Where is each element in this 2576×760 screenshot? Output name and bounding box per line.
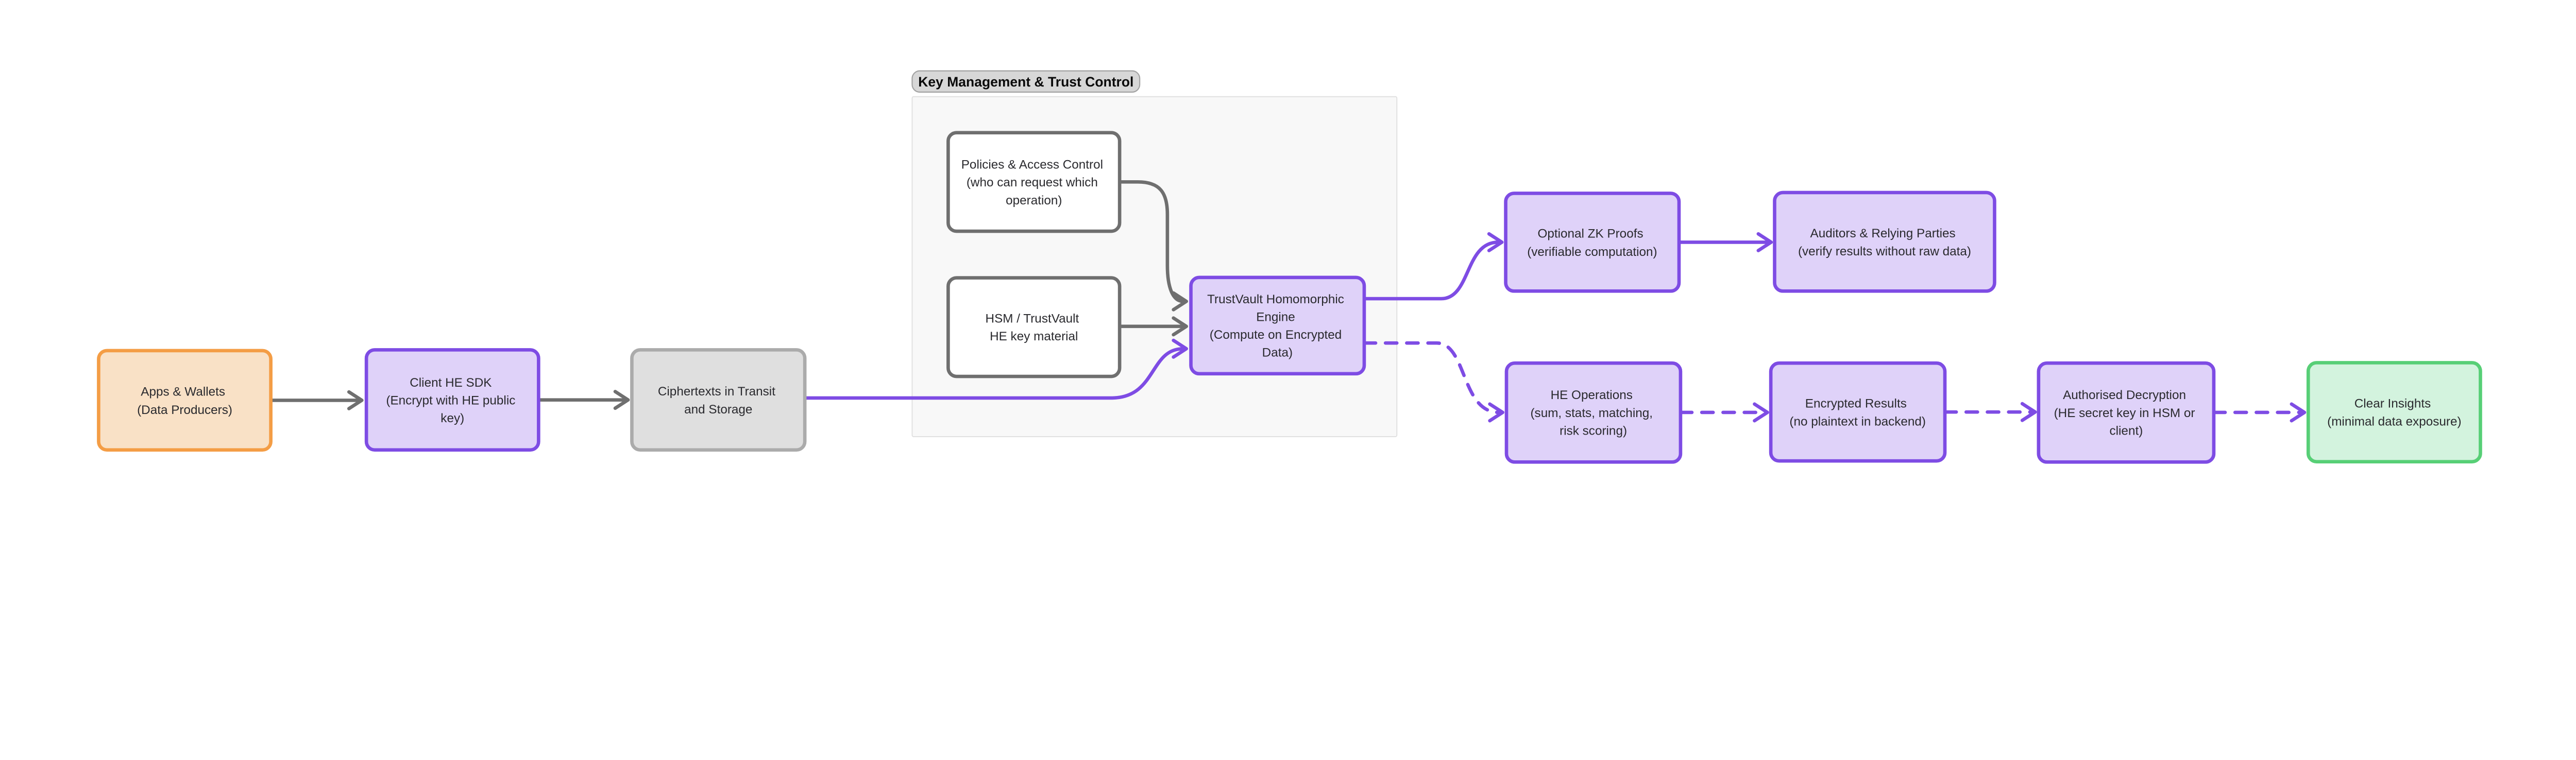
node-clear-insights: Clear Insights (minimal data exposure) [2306, 361, 2482, 463]
label-line: Auditors & Relying Parties [1810, 227, 1956, 240]
label-line: Ciphertexts in Transit [658, 385, 775, 399]
node-engine-box [1189, 275, 1366, 376]
node-apps-wallets-label: Apps & Wallets (Data Producers) [137, 385, 232, 417]
arrowhead-into-zk [1487, 232, 1504, 252]
label-line: (Encrypt with HE public [386, 393, 515, 407]
node-zk-box [1504, 192, 1681, 293]
arrowhead-hsm-into-engine [1172, 316, 1189, 337]
label-line: Authorised Decryption [2063, 388, 2186, 402]
node-policies-label: Policies & Access Control (who can reque… [961, 158, 1107, 208]
label-line: HSM / TrustVault [986, 312, 1079, 325]
label-line: client) [2110, 424, 2143, 438]
label-line: (no plaintext in backend) [1789, 415, 1926, 429]
arrowhead-into-authorised [2020, 402, 2037, 422]
label-line: (minimal data exposure) [2327, 415, 2461, 429]
arrowhead-into-ciphertexts [613, 390, 630, 410]
node-clear-label: Clear Insights (minimal data exposure) [2327, 396, 2461, 428]
label-line: (HE secret key in HSM or [2054, 406, 2195, 420]
node-encrypted-label: Encrypted Results (no plaintext in backe… [1789, 396, 1926, 428]
node-auditors-box [1773, 191, 1996, 293]
arrowhead-into-clear [2290, 402, 2307, 423]
label-line: HE key material [990, 330, 1078, 343]
node-authorised-box [2037, 361, 2216, 464]
node-zk-label: Optional ZK Proofs (verifiable computati… [1527, 227, 1657, 259]
node-ciphertexts-box [630, 348, 807, 452]
flow-diagram-stage: Key Management & Trust Control Apps & Wa… [97, 70, 2482, 464]
label-line: Optional ZK Proofs [1537, 227, 1643, 241]
node-encrypted-results: Encrypted Results (no plaintext in backe… [1769, 361, 1947, 463]
label-line: Clear Insights [2354, 396, 2431, 410]
node-hsm-label: HSM / TrustVault HE key material [986, 312, 1082, 343]
node-he-operations: HE Operations (sum, stats, matching, ris… [1504, 361, 1683, 464]
node-auditors-relying-parties: Auditors & Relying Parties (verify resul… [1773, 191, 1996, 293]
node-heops-label: HE Operations (sum, stats, matching, ris… [1530, 388, 1656, 438]
node-policies-access-control: Policies & Access Control (who can reque… [946, 131, 1122, 233]
label-line: risk scoring) [1560, 424, 1627, 438]
node-engine-label: TrustVault Homomorphic Engine (Compute o… [1207, 292, 1348, 360]
subgraph-key-management: Key Management & Trust Control [911, 70, 1398, 437]
label-line: TrustVault Homomorphic [1207, 292, 1344, 306]
node-policies-box [946, 131, 1122, 233]
he-flow-diagram: Key Management & Trust Control Apps & Wa… [97, 70, 2482, 464]
edges [269, 180, 2307, 423]
node-client-he-sdk-box [364, 348, 540, 452]
arrowhead-into-auditors [1756, 232, 1773, 252]
node-apps-wallets: Apps & Wallets (Data Producers) [97, 349, 273, 452]
arrowhead-into-encrypted [1753, 402, 1769, 423]
label-line: Client HE SDK [410, 376, 492, 390]
arrowhead-into-heops [1488, 402, 1504, 423]
arrowhead-policies-into-engine [1172, 291, 1189, 312]
label-line: operation) [1006, 194, 1062, 208]
label-line: key) [440, 411, 464, 425]
node-authorised-decryption: Authorised Decryption (HE secret key in … [2037, 361, 2216, 464]
label-line: and Storage [684, 403, 752, 417]
node-client-he-sdk: Client HE SDK (Encrypt with HE public ke… [364, 348, 540, 452]
label-line: (Compute on Encrypted [1210, 328, 1342, 342]
node-hsm-trustvault: HSM / TrustVault HE key material [946, 276, 1122, 378]
label-line: Encrypted Results [1805, 396, 1907, 410]
label-line: (verifiable computation) [1527, 245, 1657, 259]
label-line: Data) [1262, 346, 1293, 360]
node-ciphertexts-label: Ciphertexts in Transit and Storage [658, 385, 779, 417]
subgraph-label: Key Management & Trust Control [918, 74, 1133, 90]
node-optional-zk-proofs: Optional ZK Proofs (verifiable computati… [1504, 192, 1681, 293]
label-line: Policies & Access Control [961, 158, 1103, 172]
node-trustvault-engine: TrustVault Homomorphic Engine (Compute o… [1189, 275, 1366, 376]
node-clear-box [2306, 361, 2482, 463]
node-client-he-sdk-label: Client HE SDK (Encrypt with HE public ke… [386, 376, 519, 425]
edge-engine-to-zk [1362, 240, 1500, 301]
edge-ciphertexts-to-engine [803, 347, 1185, 400]
label-line: Apps & Wallets [141, 385, 225, 399]
node-auditors-label: Auditors & Relying Parties (verify resul… [1798, 227, 1971, 258]
label-line: (Data Producers) [137, 403, 232, 417]
label-line: (sum, stats, matching, [1530, 406, 1653, 420]
label-line: Engine [1256, 310, 1295, 324]
node-heops-box [1504, 361, 1683, 464]
node-apps-wallets-box [97, 349, 273, 452]
label-line: (who can request which [967, 176, 1098, 189]
node-hsm-box [946, 276, 1122, 378]
edge-engine-to-heops [1362, 341, 1501, 414]
arrowhead-ciphertexts-into-engine [1172, 338, 1189, 359]
label-line: HE Operations [1551, 388, 1633, 402]
label-line: (verify results without raw data) [1798, 245, 1971, 258]
subgraph-label-pill [911, 70, 1141, 93]
edge-policies-to-engine [1117, 180, 1185, 303]
node-encrypted-box [1769, 361, 1947, 463]
arrowhead-into-sdk [347, 390, 364, 410]
node-authorised-label: Authorised Decryption (HE secret key in … [2054, 388, 2199, 438]
node-ciphertexts: Ciphertexts in Transit and Storage [630, 348, 807, 452]
